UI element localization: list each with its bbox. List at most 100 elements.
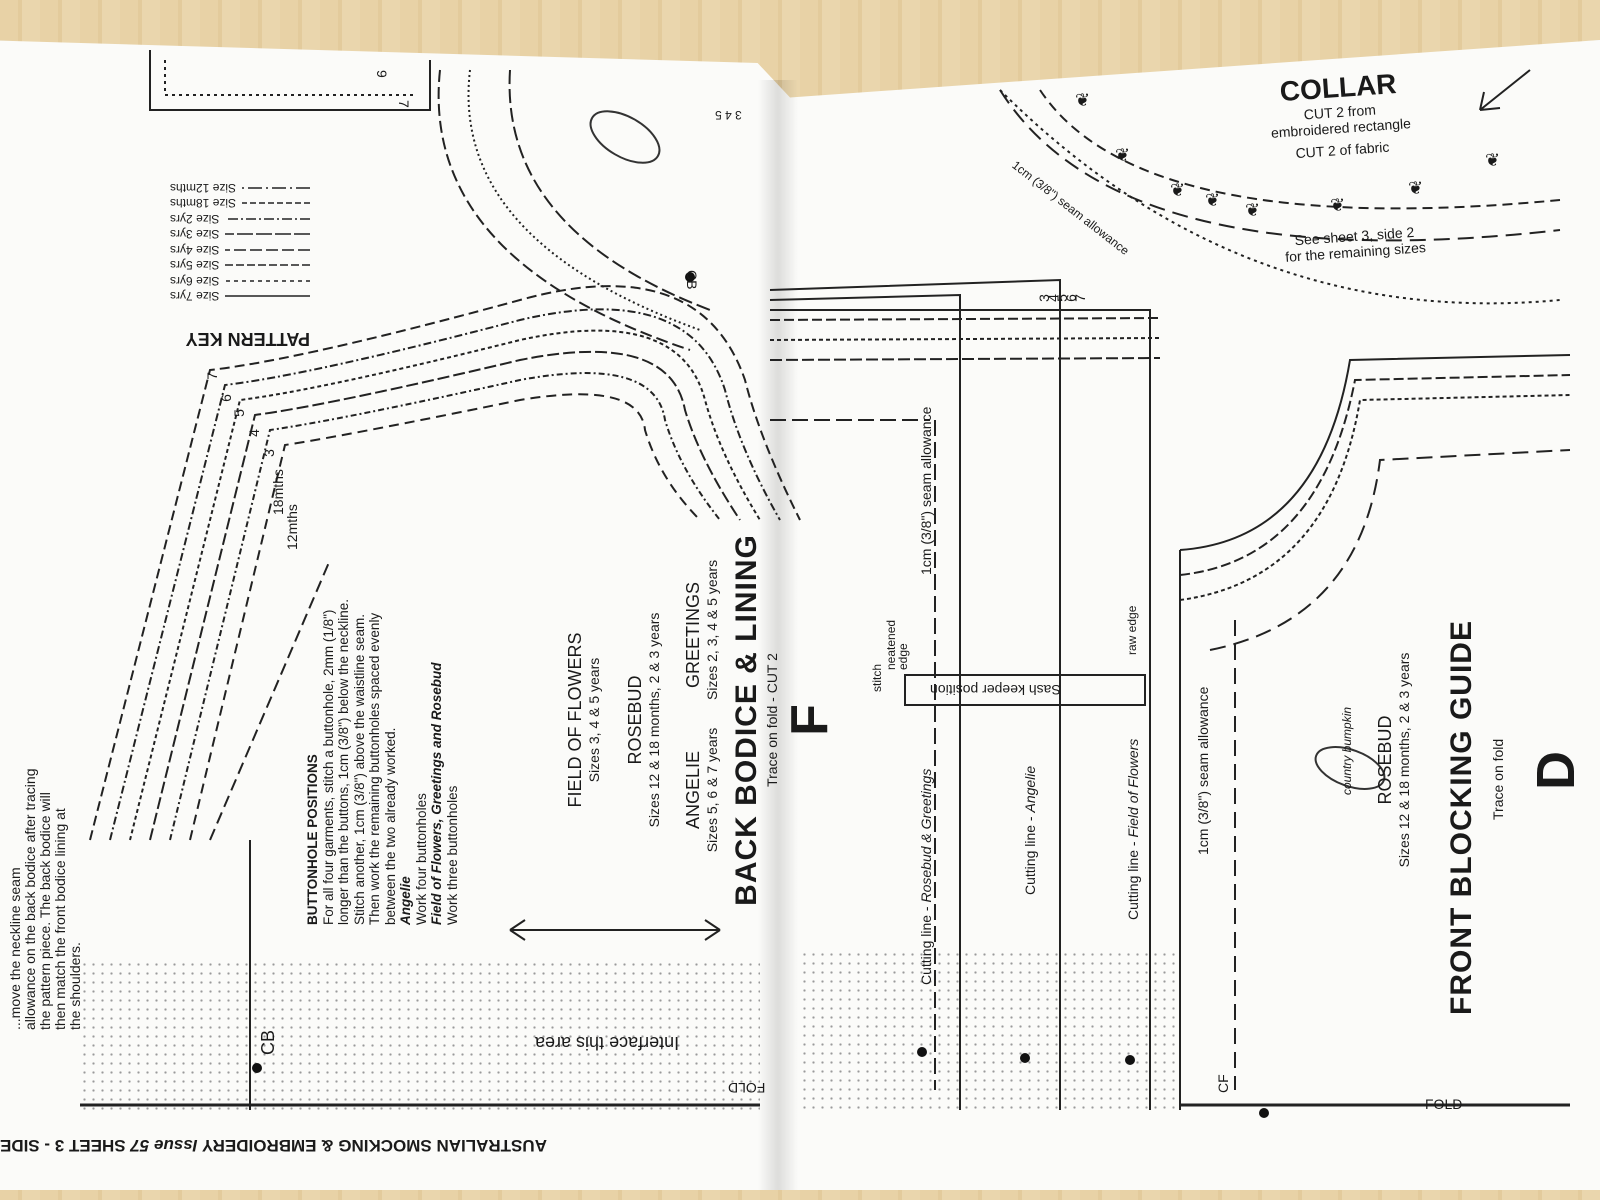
front-blocking-title: FRONT BLOCKING GUIDE — [1445, 620, 1479, 1015]
front-blocking-title-text: FRONT BLOCKING GUIDE — [1445, 620, 1478, 1015]
buttonhole-line: Then work the remaining buttonholes spac… — [367, 612, 382, 925]
pattern-key-line — [225, 280, 310, 282]
size-number: 5 — [230, 409, 247, 417]
pattern-key-row: Size 7yrs — [170, 289, 310, 305]
dot-numbers: 3 4 5 — [715, 108, 742, 122]
sash-neatened: neatened edge — [884, 619, 910, 670]
garment-sizes: Sizes 2, 3, 4 & 5 years — [704, 559, 720, 700]
pattern-key-line — [242, 202, 310, 204]
page-gutter — [758, 80, 798, 1190]
front-letter: D — [1526, 751, 1586, 790]
pattern-key-line — [225, 295, 310, 297]
cutting-line-name: Rosebud & Greetings — [918, 768, 934, 903]
pattern-key-line — [225, 233, 310, 235]
pattern-key-line — [225, 218, 310, 220]
footer-magazine-line: AUSTRALIAN SMOCKING & EMBROIDERY Issue 5… — [0, 1135, 547, 1155]
side-note-top: ...move the neckline seam — [7, 867, 23, 1030]
flower-motif-icon: ❦ — [1115, 145, 1131, 165]
flower-motif-icon: ❦ — [1075, 90, 1091, 110]
front-sizes: Sizes 12 & 18 months, 2 & 3 years — [1396, 652, 1412, 868]
garment-rosebud: ROSEBUD Sizes 12 & 18 months, 2 & 3 year… — [625, 600, 662, 840]
size-number: 3 — [260, 449, 277, 457]
pattern-key-size: Size 2yrs — [170, 211, 220, 226]
pattern-key-row: Size 5yrs — [170, 258, 310, 274]
pattern-key-size: Size 6yrs — [170, 273, 220, 288]
size-number: 4 — [245, 429, 262, 437]
interface-label: Interface this area — [535, 1033, 680, 1053]
pattern-key-size: Size 18mths — [170, 196, 237, 211]
cutting-line-prefix: Cutting line - — [918, 902, 934, 985]
buttonhole-line: Stitch another, 1cm (3/8") above the wai… — [351, 614, 367, 925]
pattern-key-size: Size 5yrs — [170, 258, 220, 273]
side-note-line: the shoulders. — [67, 942, 83, 1030]
footer-sheet: SHEET 3 - SIDE — [0, 1136, 126, 1155]
buttonhole-title: BUTTONHOLE POSITIONS — [305, 754, 320, 925]
cb-neck-label: CB — [684, 270, 700, 290]
side-note-line: then match the front bodice lining at — [52, 808, 68, 1030]
flower-motif-icon: ❦ — [1245, 200, 1261, 220]
front-seam-allowance: 1cm (3/8") seam allowance — [1195, 686, 1211, 855]
garment-greetings: GREETINGS Sizes 2, 3, 4 & 5 years — [683, 559, 720, 700]
garment-sizes: Sizes 3, 4 & 5 years — [586, 657, 602, 783]
cutting-line-prefix: Cutting line - — [1125, 837, 1141, 920]
flower-motif-icon: ❦ — [1485, 150, 1501, 170]
side-note-line: the pattern piece. The back bodice will — [37, 792, 53, 1030]
buttonhole-block: BUTTONHOLE POSITIONS For all four garmen… — [305, 599, 460, 925]
front-fold-note: Trace on fold — [1490, 738, 1506, 820]
garment-field-of-flowers: FIELD OF FLOWERS Sizes 3, 4 & 5 years — [565, 625, 602, 815]
back-bodice-subtitle: Trace on fold - CUT 2 — [764, 653, 780, 787]
pattern-key-row: Size 3yrs — [170, 227, 310, 243]
back-bodice-letter: F — [781, 704, 839, 736]
pattern-key-row: Size 18mths — [170, 196, 310, 212]
interface-area-left — [80, 960, 760, 1110]
pattern-key-row: Size 12mths — [170, 180, 310, 196]
cf-label: CF — [1215, 1074, 1231, 1093]
pattern-key-line — [242, 187, 310, 189]
cutting-line-prefix: Cutting line - — [1022, 812, 1038, 895]
back-bodice-title: BACK BODICE & LINING — [730, 534, 763, 906]
pattern-key-size: Size 7yrs — [170, 289, 220, 304]
cb-label: CB — [258, 1029, 278, 1055]
size-number: 6 — [217, 394, 234, 402]
side-note-line: allowance on the back bodice after traci… — [22, 768, 38, 1031]
fold-label-right: FOLD — [1425, 1096, 1463, 1112]
garment-name: GREETINGS — [683, 582, 703, 689]
pattern-key-size: Size 12mths — [170, 180, 237, 195]
pattern-key-row: Size 6yrs — [170, 273, 310, 289]
angelie-text: Work four buttonholes — [413, 793, 429, 925]
pattern-key-title: PATTERN KEY — [185, 329, 310, 349]
footer-magazine: AUSTRALIAN SMOCKING & EMBROIDERY — [202, 1136, 547, 1155]
flower-motif-icon: ❦ — [1170, 180, 1186, 200]
garment-name: ROSEBUD — [625, 675, 645, 765]
buttonhole-line: between the two already worked. — [382, 727, 398, 925]
angelie-label: Angelie — [398, 876, 413, 925]
size-number: 7 — [1071, 294, 1088, 302]
flower-motif-icon: ❦ — [1330, 195, 1346, 215]
fold-label-left: FOLD — [728, 1080, 766, 1096]
pattern-key-line — [225, 249, 310, 251]
group-text: Work three buttonholes — [444, 785, 460, 925]
garment-sizes: Sizes 12 & 18 months, 2 & 3 years — [646, 612, 662, 828]
pattern-key-line — [225, 264, 310, 266]
group-label: Field of Flowers, Greetings and Rosebud — [429, 662, 444, 925]
collar-block: COLLAR CUT 2 from embroidered rectangle … — [1252, 66, 1428, 164]
pattern-key-size: Size 3yrs — [170, 227, 220, 242]
garment-sizes: Sizes 5, 6 & 7 years — [704, 727, 720, 853]
top-number-9: 9 — [374, 70, 390, 78]
buttonhole-line: For all four garments, stitch a buttonho… — [320, 609, 336, 925]
cutting-line-field: Cutting line - Field of Flowers — [1125, 739, 1141, 920]
seam-allowance-back: 1cm (3/8") seam allowance — [918, 406, 934, 575]
cutting-line-name: Field of Flowers — [1125, 738, 1141, 838]
front-rosebud-block: ROSEBUD Sizes 12 & 18 months, 2 & 3 year… — [1375, 630, 1412, 890]
flower-motif-icon: ❦ — [1205, 190, 1221, 210]
buttonhole-line: longer than the buttons, 1cm (3/8") belo… — [336, 599, 351, 925]
garment-name: ANGELIE — [683, 750, 703, 830]
cutting-line-name: Angelie — [1022, 765, 1038, 813]
country-bumpkin-logo: country bumpkin — [1340, 706, 1354, 795]
footer-issue: Issue 57 — [130, 1136, 198, 1155]
back-bodice-block: BACK BODICE & LINING Trace on fold - CUT… — [730, 520, 840, 920]
garment-angelie: ANGELIE Sizes 5, 6 & 7 years — [683, 720, 720, 860]
